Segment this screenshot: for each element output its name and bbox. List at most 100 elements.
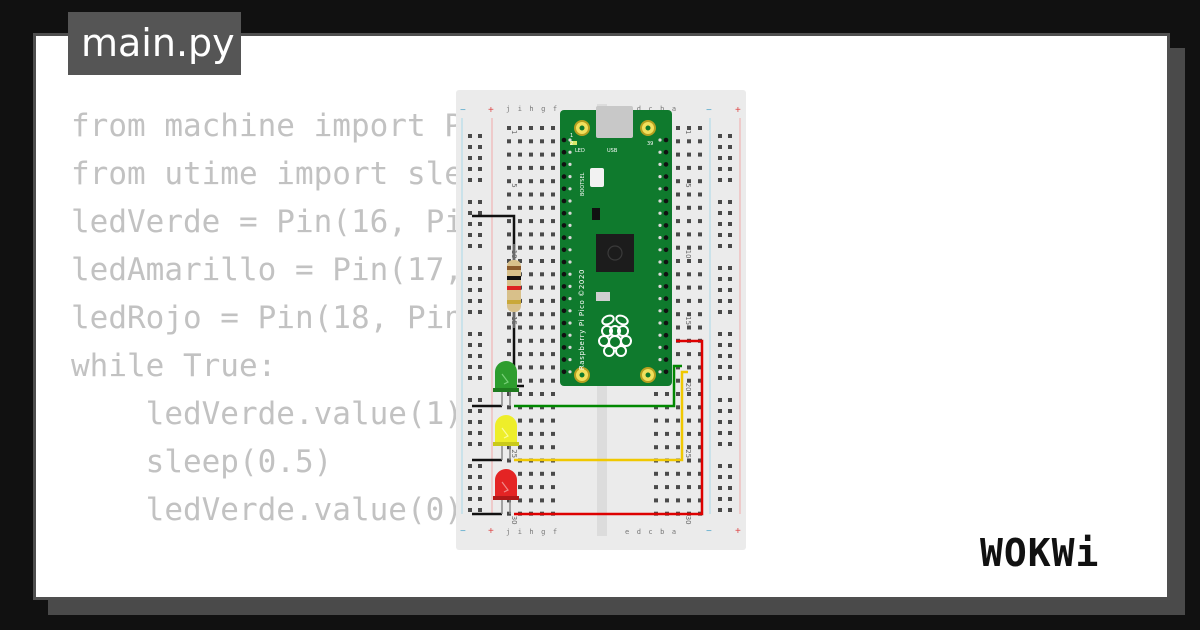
- breadboard-hole: [507, 498, 511, 503]
- file-tab[interactable]: main.py: [68, 12, 241, 75]
- breadboard-hole: [676, 232, 680, 237]
- breadboard-hole: [698, 192, 702, 197]
- led-red[interactable]: [493, 469, 519, 514]
- breadboard-hole: [518, 232, 522, 237]
- rail-hole: [468, 332, 472, 336]
- breadboard-hole: [551, 405, 555, 410]
- raspberry-pi-pico-board[interactable]: LED USB 1 2 39 BOOTSEL Raspberry Pi Pico…: [560, 106, 672, 386]
- breadboard-hole: [687, 498, 691, 503]
- castellated-pad: [568, 284, 572, 288]
- rail-hole: [478, 398, 482, 402]
- header-pin: [561, 186, 567, 192]
- rail-hole: [718, 200, 722, 204]
- header-pin: [663, 198, 669, 204]
- header-pin: [561, 259, 567, 265]
- row-number-label: 10: [684, 250, 692, 259]
- bootsel-button-icon[interactable]: [590, 168, 604, 187]
- castellated-pad: [568, 333, 572, 337]
- castellated-pad: [658, 150, 662, 154]
- led-yellow[interactable]: [493, 415, 519, 460]
- breadboard-hole: [698, 232, 702, 237]
- breadboard-hole: [687, 245, 691, 250]
- breadboard-hole: [529, 152, 533, 157]
- board-silkscreen-label: Raspberry Pi Pico ©2020: [578, 269, 586, 370]
- rail-hole: [718, 167, 722, 171]
- breadboard-hole: [551, 471, 555, 476]
- breadboard-hole: [687, 219, 691, 224]
- breadboard-hole: [676, 498, 680, 503]
- breadboard-hole: [698, 418, 702, 423]
- rail-hole: [728, 266, 732, 270]
- breadboard-hole: [507, 192, 511, 197]
- breadboard-hole: [676, 352, 680, 357]
- castellated-pad: [568, 138, 572, 142]
- breadboard-hole: [687, 471, 691, 476]
- breadboard-hole: [540, 445, 544, 450]
- breadboard-hole: [676, 245, 680, 250]
- rail-hole: [728, 475, 732, 479]
- led-label: LED: [575, 148, 585, 154]
- castellated-pad: [568, 199, 572, 203]
- rail-hole: [468, 343, 472, 347]
- castellated-pad: [568, 150, 572, 154]
- rail-hole: [478, 178, 482, 182]
- rail-hole: [728, 508, 732, 512]
- rail-plus-label: +: [488, 526, 494, 537]
- breadboard-hole: [507, 219, 511, 224]
- header-pin: [663, 247, 669, 253]
- rail-hole: [468, 310, 472, 314]
- breadboard-hole: [518, 325, 522, 330]
- rail-hole: [728, 200, 732, 204]
- breadboard-hole: [698, 298, 702, 303]
- rail-hole: [478, 486, 482, 490]
- rail-hole: [718, 178, 722, 182]
- rail-hole: [478, 420, 482, 424]
- rail-hole: [468, 508, 472, 512]
- rail-hole: [718, 420, 722, 424]
- rail-hole: [468, 244, 472, 248]
- castellated-pad: [568, 248, 572, 252]
- breadboard-hole: [698, 445, 702, 450]
- rail-hole: [728, 497, 732, 501]
- breadboard-hole: [687, 325, 691, 330]
- rail-hole: [478, 277, 482, 281]
- row-number-label: 1: [684, 130, 692, 134]
- rail-hole: [468, 145, 472, 149]
- breadboard-hole: [676, 445, 680, 450]
- rail-hole: [478, 233, 482, 237]
- castellated-pad: [568, 358, 572, 362]
- breadboard-hole: [518, 405, 522, 410]
- rail-hole: [718, 299, 722, 303]
- rail-hole: [468, 431, 472, 435]
- breadboard-hole: [507, 165, 511, 170]
- breadboard-hole: [698, 392, 702, 396]
- breadboard-hole: [507, 325, 511, 330]
- breadboard-hole: [687, 192, 691, 197]
- breadboard-hole: [540, 325, 544, 330]
- rail-plus-label: +: [735, 105, 741, 116]
- breadboard-hole: [518, 165, 522, 170]
- breadboard-hole: [676, 205, 680, 210]
- rail-minus-label: −: [460, 526, 466, 537]
- rail-hole: [468, 376, 472, 380]
- header-pin: [561, 149, 567, 155]
- rail-hole: [728, 222, 732, 226]
- breadboard-hole: [518, 378, 522, 383]
- castellated-pad: [568, 345, 572, 349]
- rail-hole: [728, 299, 732, 303]
- header-pin: [663, 369, 669, 375]
- rail-hole: [478, 409, 482, 413]
- rail-hole: [468, 354, 472, 358]
- breadboard-hole: [676, 285, 680, 290]
- breadboard-hole: [551, 418, 555, 423]
- breadboard-hole: [507, 179, 511, 184]
- breadboard-hole: [507, 352, 511, 357]
- breadboard-hole: [518, 219, 522, 224]
- breadboard-hole: [698, 245, 702, 250]
- led-green[interactable]: [493, 361, 519, 406]
- resistor-component[interactable]: [507, 244, 521, 328]
- breadboard-hole: [540, 205, 544, 210]
- rail-hole: [718, 277, 722, 281]
- rail-hole: [718, 486, 722, 490]
